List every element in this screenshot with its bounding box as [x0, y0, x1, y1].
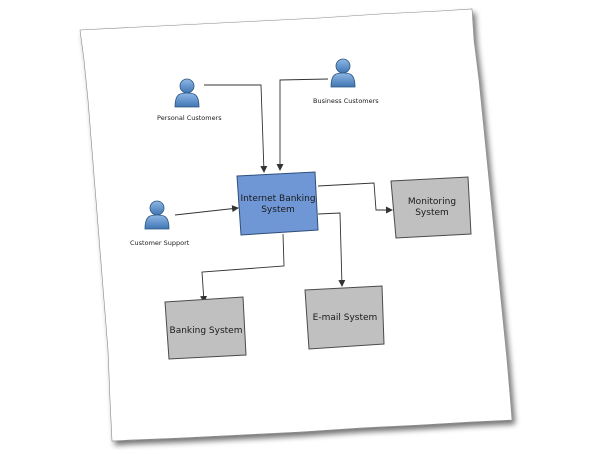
system-monitoring: Monitoring System: [390, 176, 472, 239]
system-label-internet-banking-line1: Internet Banking: [240, 194, 315, 204]
connector-business-to-ib: [276, 78, 329, 171]
connector-support-to-ib: [174, 205, 239, 216]
actor-label-business-customers: Business Customers: [313, 97, 379, 105]
system-label-banking: Banking System: [170, 326, 243, 336]
actor-customer-support: Customer Support: [130, 200, 190, 247]
connector-personal-to-ib: [204, 84, 268, 173]
system-banking: Banking System: [164, 296, 247, 360]
connector-ib-to-email: [317, 212, 346, 287]
connector-ib-to-banking: [200, 233, 285, 303]
actor-label-personal-customers: Personal Customers: [157, 114, 222, 122]
actor-business-customers: Business Customers: [313, 58, 379, 105]
actor-personal-customers: Personal Customers: [157, 78, 222, 122]
system-email: E-mail System: [304, 285, 385, 350]
system-label-email: E-mail System: [313, 313, 378, 323]
actor-label-customer-support: Customer Support: [130, 239, 190, 247]
system-label-monitoring-line1: Monitoring: [408, 197, 456, 207]
system-label-monitoring-line2: System: [415, 208, 449, 218]
system-label-internet-banking-line2: System: [261, 205, 295, 215]
connectors: [174, 78, 393, 303]
connector-ib-to-monitoring: [317, 182, 393, 214]
system-internet-banking: Internet Banking System: [236, 171, 319, 236]
